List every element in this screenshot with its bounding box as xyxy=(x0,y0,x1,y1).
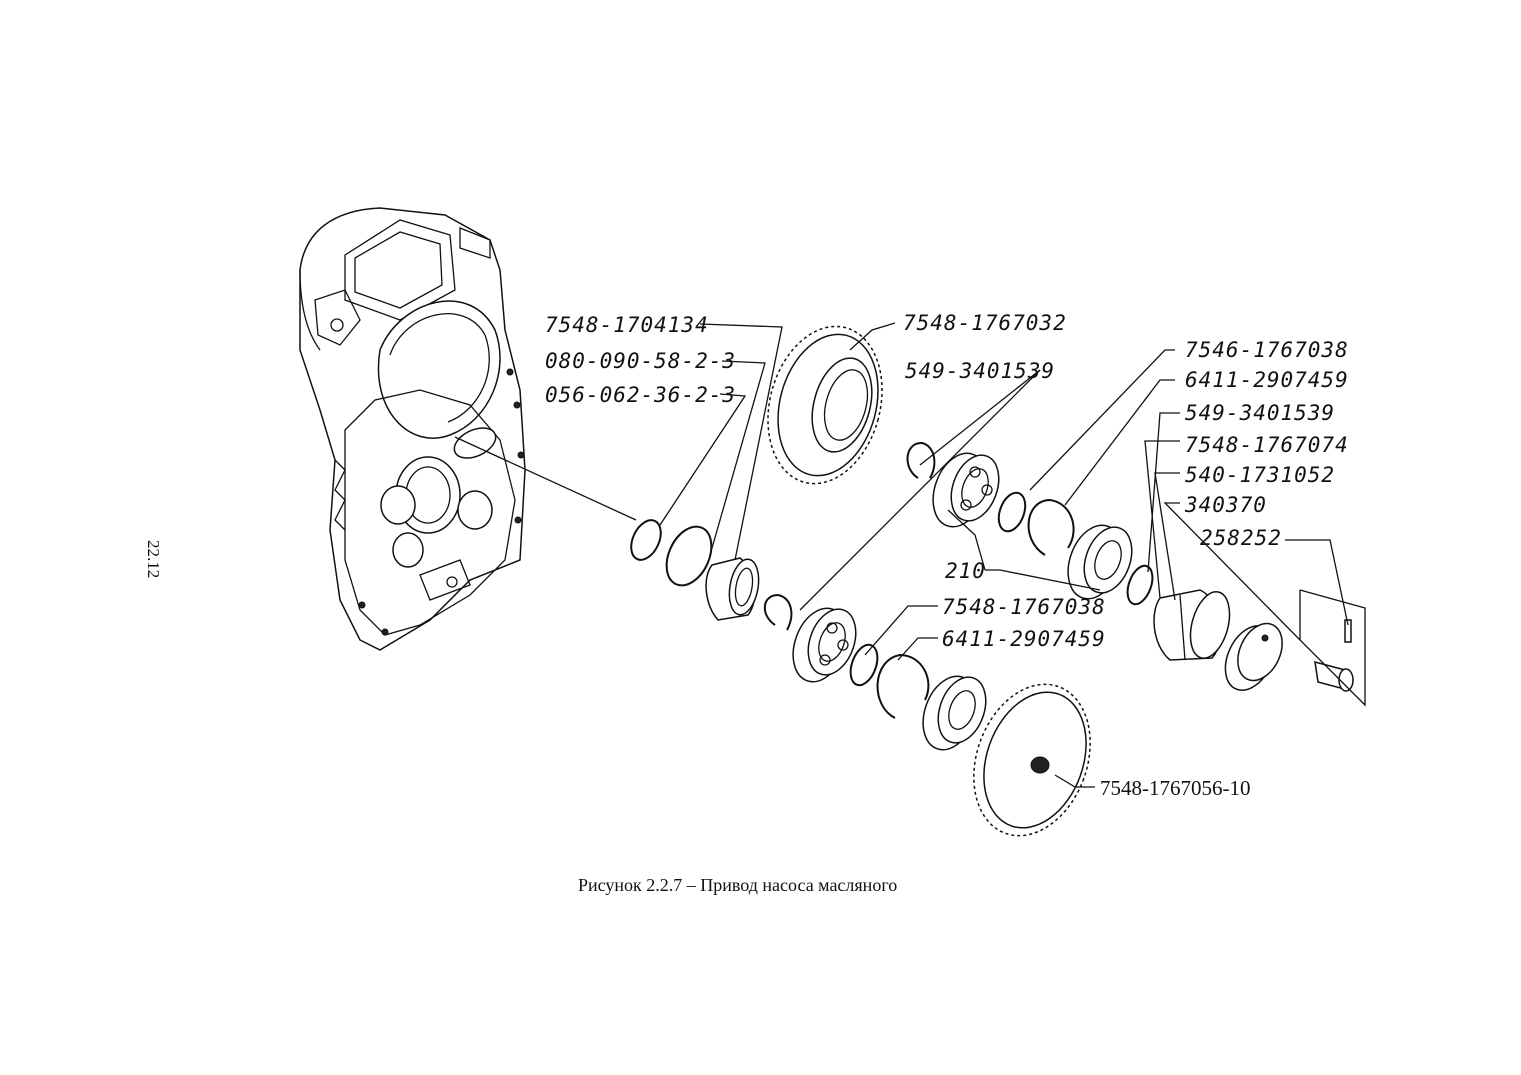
bushing xyxy=(705,557,760,621)
lower-gear xyxy=(973,683,1091,837)
leader-lines xyxy=(659,322,1349,788)
gearbox-housing xyxy=(299,207,526,651)
shaft-axis-line xyxy=(454,436,637,521)
o-ring-large xyxy=(665,525,713,587)
assembly-guide-line xyxy=(1299,589,1366,707)
retaining-ring-upper xyxy=(906,441,936,479)
label-056-062-36-2-3: 056-062-36-2-3 xyxy=(545,383,736,407)
label-540-1731052: 540-1731052 xyxy=(1185,463,1335,487)
label-6411-2907459-bottom: 6411-2907459 xyxy=(942,627,1106,651)
label-7548-1767074: 7548-1767074 xyxy=(1185,433,1349,457)
label-549-3401539-top: 549-3401539 xyxy=(905,359,1055,383)
label-7548-1767032: 7548-1767032 xyxy=(903,311,1067,335)
pin xyxy=(1344,619,1352,643)
retaining-ring-1 xyxy=(763,593,793,631)
retaining-ring-upper-2 xyxy=(1027,498,1075,556)
page-number: 22.12 xyxy=(144,540,163,578)
label-340370: 340370 xyxy=(1184,493,1267,517)
spacer-ring-middle xyxy=(849,643,879,687)
label-7548-1704134: 7548-1704134 xyxy=(545,313,709,337)
pump-body xyxy=(1153,589,1231,661)
bearing-middle xyxy=(792,607,857,683)
label-210: 210 xyxy=(945,559,986,583)
label-6411-2907459-top: 6411-2907459 xyxy=(1185,368,1349,392)
pump-cover xyxy=(1224,622,1283,691)
label-7548-1767056-10: 7548-1767056-10 xyxy=(1100,776,1251,800)
label-080-090-58-2-3: 080-090-58-2-3 xyxy=(545,349,736,373)
o-ring-small xyxy=(630,519,662,561)
label-7546-1767038: 7546-1767038 xyxy=(1185,338,1349,362)
bolt xyxy=(1314,660,1354,692)
label-7548-1767038: 7548-1767038 xyxy=(942,595,1106,619)
label-258252: 258252 xyxy=(1200,526,1282,550)
label-549-3401539-right: 549-3401539 xyxy=(1185,401,1335,425)
retaining-ring-right xyxy=(1126,564,1154,606)
spacer-ring-upper xyxy=(997,491,1027,533)
bearing-lower xyxy=(922,675,987,751)
figure-caption: Рисунок 2.2.7 – Привод насоса масляного xyxy=(578,875,897,895)
bearing-right xyxy=(1067,524,1133,600)
upper-gear xyxy=(767,325,883,485)
retaining-ring-middle xyxy=(876,653,930,719)
bearing-upper xyxy=(932,452,1000,528)
